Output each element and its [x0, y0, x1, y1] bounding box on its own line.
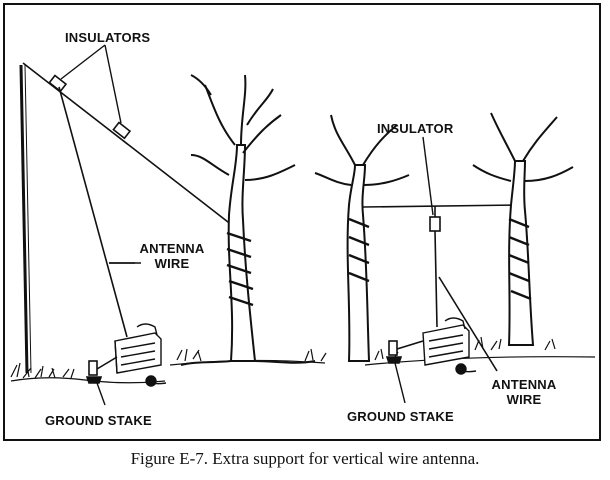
ground-stake-right-label: GROUND STAKE [347, 409, 454, 424]
antenna-wire-right-line2: WIRE [506, 392, 542, 407]
insulator-right [429, 206, 441, 232]
radio-set-right [422, 317, 477, 375]
radio-set-left [114, 323, 167, 387]
insulator-left-2 [112, 121, 132, 140]
antenna-wire-right-label: ANTENNA WIRE [489, 377, 559, 407]
insulators-leader-lines [60, 44, 122, 124]
tree-right [472, 112, 574, 346]
antenna-wire-left-label: ANTENNA WIRE [137, 241, 207, 271]
tree-middle [314, 114, 410, 362]
insulator-left-1 [48, 74, 68, 93]
insulators-label: INSULATORS [65, 30, 151, 45]
antenna-diagram [10, 44, 596, 406]
antenna-wire-left-line2: WIRE [154, 256, 190, 271]
right-antenna-wire [434, 230, 498, 372]
figure-frame: INSULATORS INSULATOR ANTENNA WIRE ANTENN… [3, 3, 601, 441]
antenna-wire-left-line1: ANTENNA [139, 241, 205, 256]
insulator-leader-line [422, 136, 434, 216]
ground-stake-left-label: GROUND STAKE [45, 413, 152, 428]
ground-stake-leader-lines [96, 362, 406, 406]
figure-caption: Figure E-7. Extra support for vertical w… [130, 449, 480, 468]
tree-left [180, 74, 316, 366]
insulator-label: INSULATOR [377, 121, 454, 136]
antenna-wire-right-line1: ANTENNA [491, 377, 557, 392]
left-antenna-wire [58, 86, 141, 338]
ground-stake-left [85, 356, 118, 384]
right-support-wire [362, 204, 520, 208]
ground-stake-right [385, 340, 424, 364]
left-mast [19, 64, 32, 374]
